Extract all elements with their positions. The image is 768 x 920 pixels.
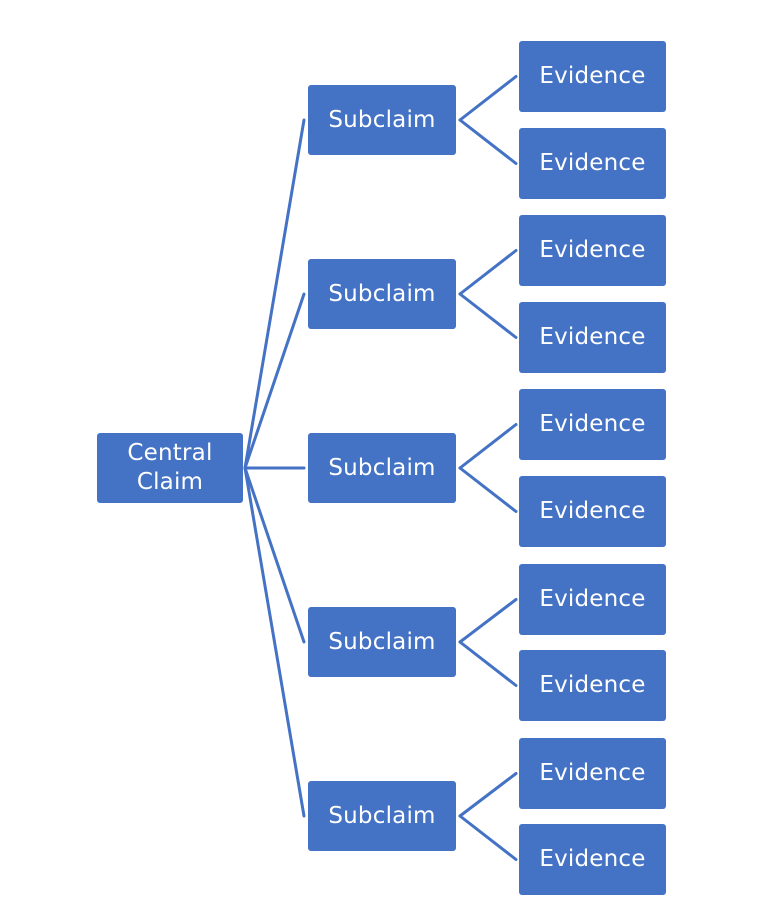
connector-subclaim-4-to-evidence-2: [458, 640, 518, 687]
evidence-label: Evidence: [539, 411, 646, 438]
subclaim-node-4: Subclaim: [308, 607, 456, 677]
evidence-node-1a: Evidence: [519, 41, 666, 112]
evidence-node-1b: Evidence: [519, 128, 666, 199]
evidence-label: Evidence: [539, 760, 646, 787]
connector-subclaim-2-to-evidence-2: [458, 292, 518, 339]
evidence-label: Evidence: [539, 324, 646, 351]
evidence-label: Evidence: [539, 150, 646, 177]
evidence-node-2a: Evidence: [519, 215, 666, 286]
connector-subclaim-5-to-evidence-2: [458, 814, 518, 861]
evidence-node-3a: Evidence: [519, 389, 666, 460]
evidence-label: Evidence: [539, 586, 646, 613]
subclaim-label: Subclaim: [328, 454, 436, 481]
connector-subclaim-1-to-evidence-1: [458, 75, 518, 122]
central-claim-label: Central Claim: [127, 440, 213, 495]
subclaim-node-1: Subclaim: [308, 85, 456, 155]
evidence-node-4b: Evidence: [519, 650, 666, 721]
evidence-node-5b: Evidence: [519, 824, 666, 895]
evidence-node-4a: Evidence: [519, 564, 666, 635]
evidence-node-2b: Evidence: [519, 302, 666, 373]
connector-subclaim-1-to-evidence-2: [458, 118, 518, 165]
connector-central-to-subclaim-1: [243, 118, 306, 470]
connector-subclaim-5-to-evidence-1: [458, 772, 518, 818]
connector-subclaim-4-to-evidence-1: [458, 598, 518, 644]
connector-central-to-subclaim-2: [243, 292, 306, 470]
evidence-node-3b: Evidence: [519, 476, 666, 547]
subclaim-label: Subclaim: [328, 802, 436, 829]
evidence-label: Evidence: [539, 237, 646, 264]
evidence-label: Evidence: [539, 672, 646, 699]
subclaim-label: Subclaim: [328, 280, 436, 307]
connector-subclaim-3-to-evidence-2: [458, 466, 518, 513]
evidence-label: Evidence: [539, 63, 646, 90]
subclaim-label: Subclaim: [328, 628, 436, 655]
connector-central-to-subclaim-4: [243, 466, 306, 644]
connector-subclaim-3-to-evidence-1: [458, 423, 518, 470]
subclaim-node-5: Subclaim: [308, 781, 456, 851]
central-claim-node: Central Claim: [97, 433, 243, 503]
subclaim-node-2: Subclaim: [308, 259, 456, 329]
evidence-label: Evidence: [539, 846, 646, 873]
subclaim-label: Subclaim: [328, 106, 436, 133]
connector-central-to-subclaim-5: [243, 466, 306, 818]
subclaim-node-3: Subclaim: [308, 433, 456, 503]
connector-subclaim-2-to-evidence-1: [458, 249, 518, 296]
evidence-node-5a: Evidence: [519, 738, 666, 809]
evidence-label: Evidence: [539, 498, 646, 525]
